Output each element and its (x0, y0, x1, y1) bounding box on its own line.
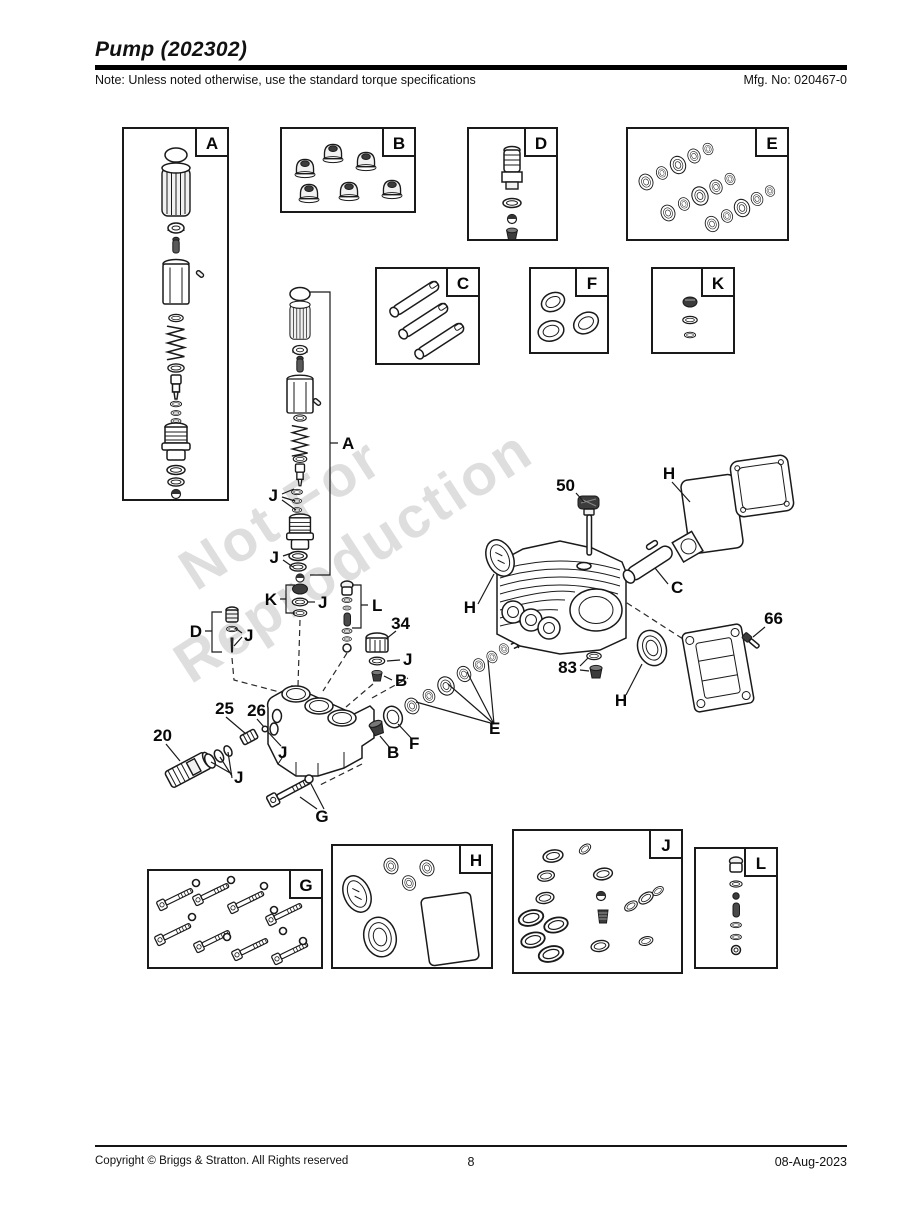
dipstick-50 (577, 495, 600, 556)
inset-box-d: D (467, 127, 558, 241)
callout-66: 66 (764, 609, 783, 628)
callout-26: 26 (247, 701, 266, 720)
bracket-k (280, 584, 295, 614)
inset-label-l: L (756, 854, 766, 873)
inset-label-e: E (766, 134, 777, 153)
inset-label-h: H (470, 851, 482, 870)
inset-box-e: E (626, 127, 789, 241)
callout-j-4: J (244, 626, 253, 645)
header-rule (95, 65, 847, 70)
unloader-assembly-stack (285, 286, 322, 617)
mfg-number: Mfg. No: 020467-0 (743, 73, 847, 87)
callout-j-7: J (234, 768, 243, 787)
callout-b-1: B (395, 671, 407, 690)
inset-label-c: C (457, 274, 469, 293)
inset-label-j: J (661, 836, 670, 855)
callout-j-2: J (270, 548, 279, 567)
drain-plug-83 (586, 651, 603, 679)
callout-34: 34 (391, 614, 410, 633)
footer-row: Copyright © Briggs & Stratton. All Right… (95, 1155, 847, 1169)
sight-glass-h (485, 539, 515, 577)
callout-20: 20 (153, 726, 172, 745)
crankcase (496, 540, 627, 655)
callout-h-bottom: H (615, 691, 627, 710)
callout-j-5: J (403, 650, 412, 669)
bracket-d (205, 611, 222, 653)
footer-copyright: Copyright © Briggs & Stratton. All Right… (95, 1155, 349, 1167)
footer-date: 08-Aug-2023 (774, 1155, 847, 1169)
callout-50: 50 (556, 476, 575, 495)
inset-box-f: F (529, 267, 609, 354)
oring-f (382, 705, 404, 729)
callout-83: 83 (558, 658, 577, 677)
inset-box-k: K (651, 267, 735, 354)
inset-box-l: L (694, 847, 778, 969)
header-note-row: Note: Unless noted otherwise, use the st… (95, 73, 847, 87)
callout-d: D (190, 622, 202, 641)
oring-g (304, 774, 314, 784)
footer-page-number: 8 (467, 1155, 475, 1169)
bracket-l (352, 584, 368, 629)
inlet-fitting-20 (164, 745, 233, 788)
thermal-valve-group-d (225, 606, 239, 653)
inset-box-h: H (331, 844, 493, 969)
callout-h-left: H (464, 598, 476, 617)
valve-kit-stack-l (340, 580, 354, 653)
callout-j-1: J (269, 486, 278, 505)
callout-j-3: J (318, 593, 327, 612)
callout-g: G (315, 807, 328, 826)
footer-rule (95, 1145, 847, 1147)
callout-j-6: J (278, 743, 287, 762)
callout-h-top: H (663, 464, 675, 483)
inset-box-g: G (147, 869, 323, 969)
callout-k: K (265, 590, 278, 609)
callout-f: F (409, 734, 419, 753)
round-seal-h (636, 629, 668, 667)
bracket-a (310, 291, 338, 576)
pump-manifold (266, 685, 375, 777)
inset-label-a: A (206, 134, 218, 153)
callout-c: C (671, 578, 683, 597)
callout-e: E (489, 719, 500, 738)
inset-box-b: B (280, 127, 416, 213)
inset-label-f: F (587, 274, 597, 293)
callout-b-2: B (387, 743, 399, 762)
inset-label-k: K (712, 274, 725, 293)
page-title: Pump (202302) (95, 38, 248, 61)
inset-label-g: G (299, 876, 312, 895)
mounting-flange (681, 623, 755, 713)
piston-rod-c (622, 530, 704, 584)
inset-label-d: D (535, 134, 547, 153)
callout-a: A (342, 434, 354, 453)
inset-label-b: B (393, 134, 405, 153)
cap-34-group (365, 632, 389, 682)
fitting-25-26-group (239, 725, 269, 746)
inset-box-a: A (122, 127, 229, 501)
torque-note: Note: Unless noted otherwise, use the st… (95, 73, 476, 87)
inset-box-c: C (375, 267, 480, 365)
bearing-cover (729, 454, 795, 518)
bolt-66 (741, 632, 760, 649)
callout-l: L (372, 596, 382, 615)
callout-25: 25 (215, 699, 234, 718)
inset-box-j: J (512, 829, 683, 974)
